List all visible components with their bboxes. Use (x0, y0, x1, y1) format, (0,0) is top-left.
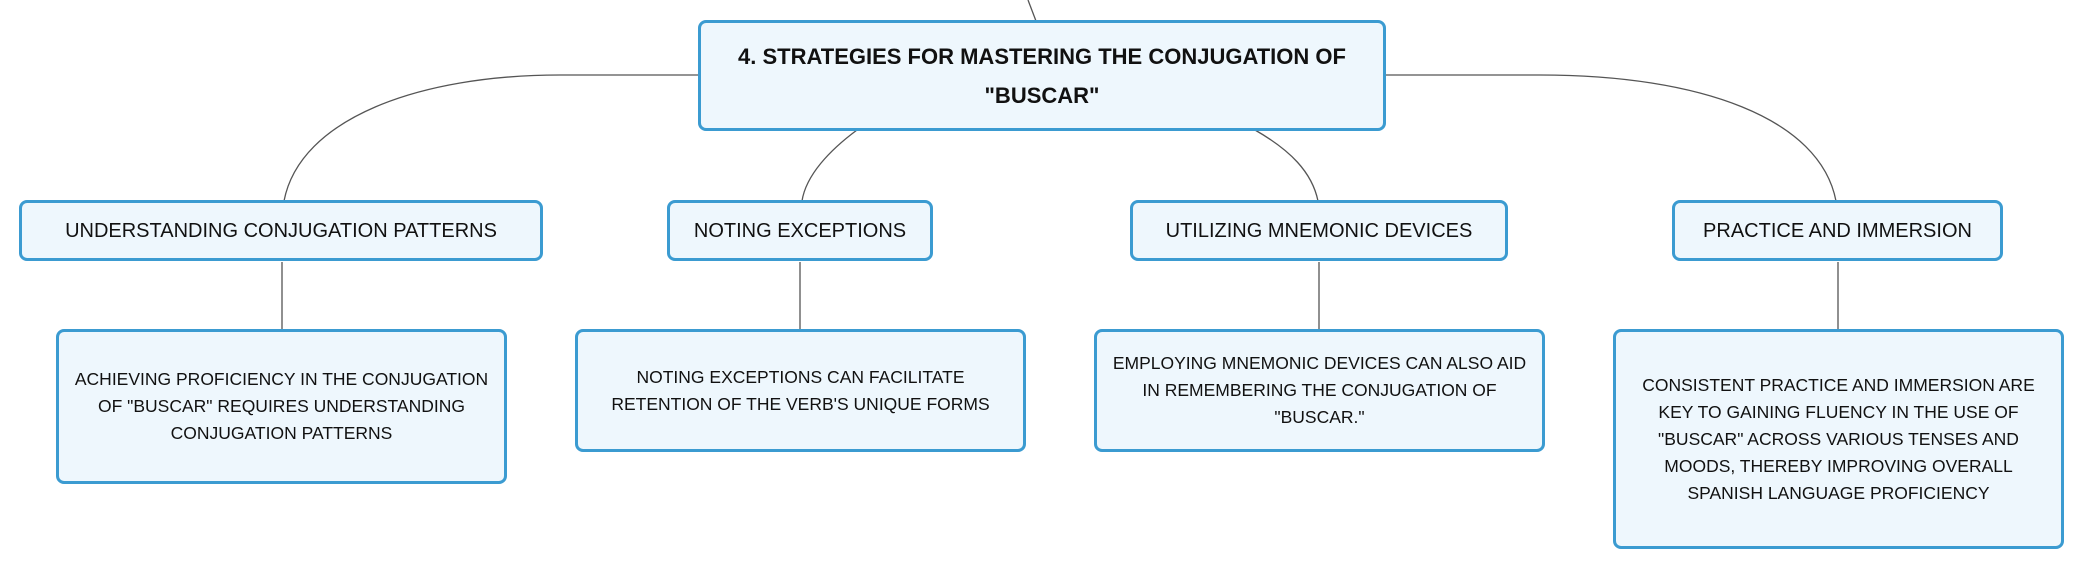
root-node[interactable]: 4. STRATEGIES FOR MASTERING THE CONJUGAT… (698, 20, 1386, 131)
detail-node-utilizing-mnemonic-devices[interactable]: EMPLOYING MNEMONIC DEVICES CAN ALSO AID … (1094, 329, 1545, 452)
detail-node-noting-exceptions[interactable]: NOTING EXCEPTIONS CAN FACILITATE RETENTI… (575, 329, 1026, 452)
detail-text: CONSISTENT PRACTICE AND IMMERSION ARE KE… (1642, 374, 2035, 503)
connector-root-to-topic-2 (801, 129, 858, 202)
detail-node-understanding-conjugation-patterns[interactable]: ACHIEVING PROFICIENCY IN THE CONJUGATION… (56, 329, 507, 484)
detail-text: EMPLOYING MNEMONIC DEVICES CAN ALSO AID … (1112, 353, 1527, 427)
connector-root-to-topic-3 (1254, 129, 1319, 202)
topic-label: NOTING EXCEPTIONS (693, 219, 907, 242)
topic-label: UTILIZING MNEMONIC DEVICES (1165, 219, 1473, 242)
detail-node-practice-and-immersion[interactable]: CONSISTENT PRACTICE AND IMMERSION ARE KE… (1613, 329, 2064, 549)
connector-root-to-topic-1 (283, 74, 699, 202)
topic-node-practice-and-immersion[interactable]: PRACTICE AND IMMERSION (1672, 200, 2003, 261)
detail-text: ACHIEVING PROFICIENCY IN THE CONJUGATION… (74, 369, 489, 443)
topic-node-understanding-conjugation-patterns[interactable]: UNDERSTANDING CONJUGATION PATTERNS (19, 200, 543, 261)
topic-node-utilizing-mnemonic-devices[interactable]: UTILIZING MNEMONIC DEVICES (1130, 200, 1508, 261)
detail-text: NOTING EXCEPTIONS CAN FACILITATE RETENTI… (611, 366, 990, 414)
topic-label: PRACTICE AND IMMERSION (1703, 219, 1972, 242)
connector-parent-to-root (1027, 0, 1037, 22)
topic-node-noting-exceptions[interactable]: NOTING EXCEPTIONS (667, 200, 933, 261)
root-label: 4. STRATEGIES FOR MASTERING THE CONJUGAT… (738, 43, 1346, 108)
connector-root-to-topic-4 (1386, 74, 1837, 202)
topic-label: UNDERSTANDING CONJUGATION PATTERNS (65, 219, 497, 242)
